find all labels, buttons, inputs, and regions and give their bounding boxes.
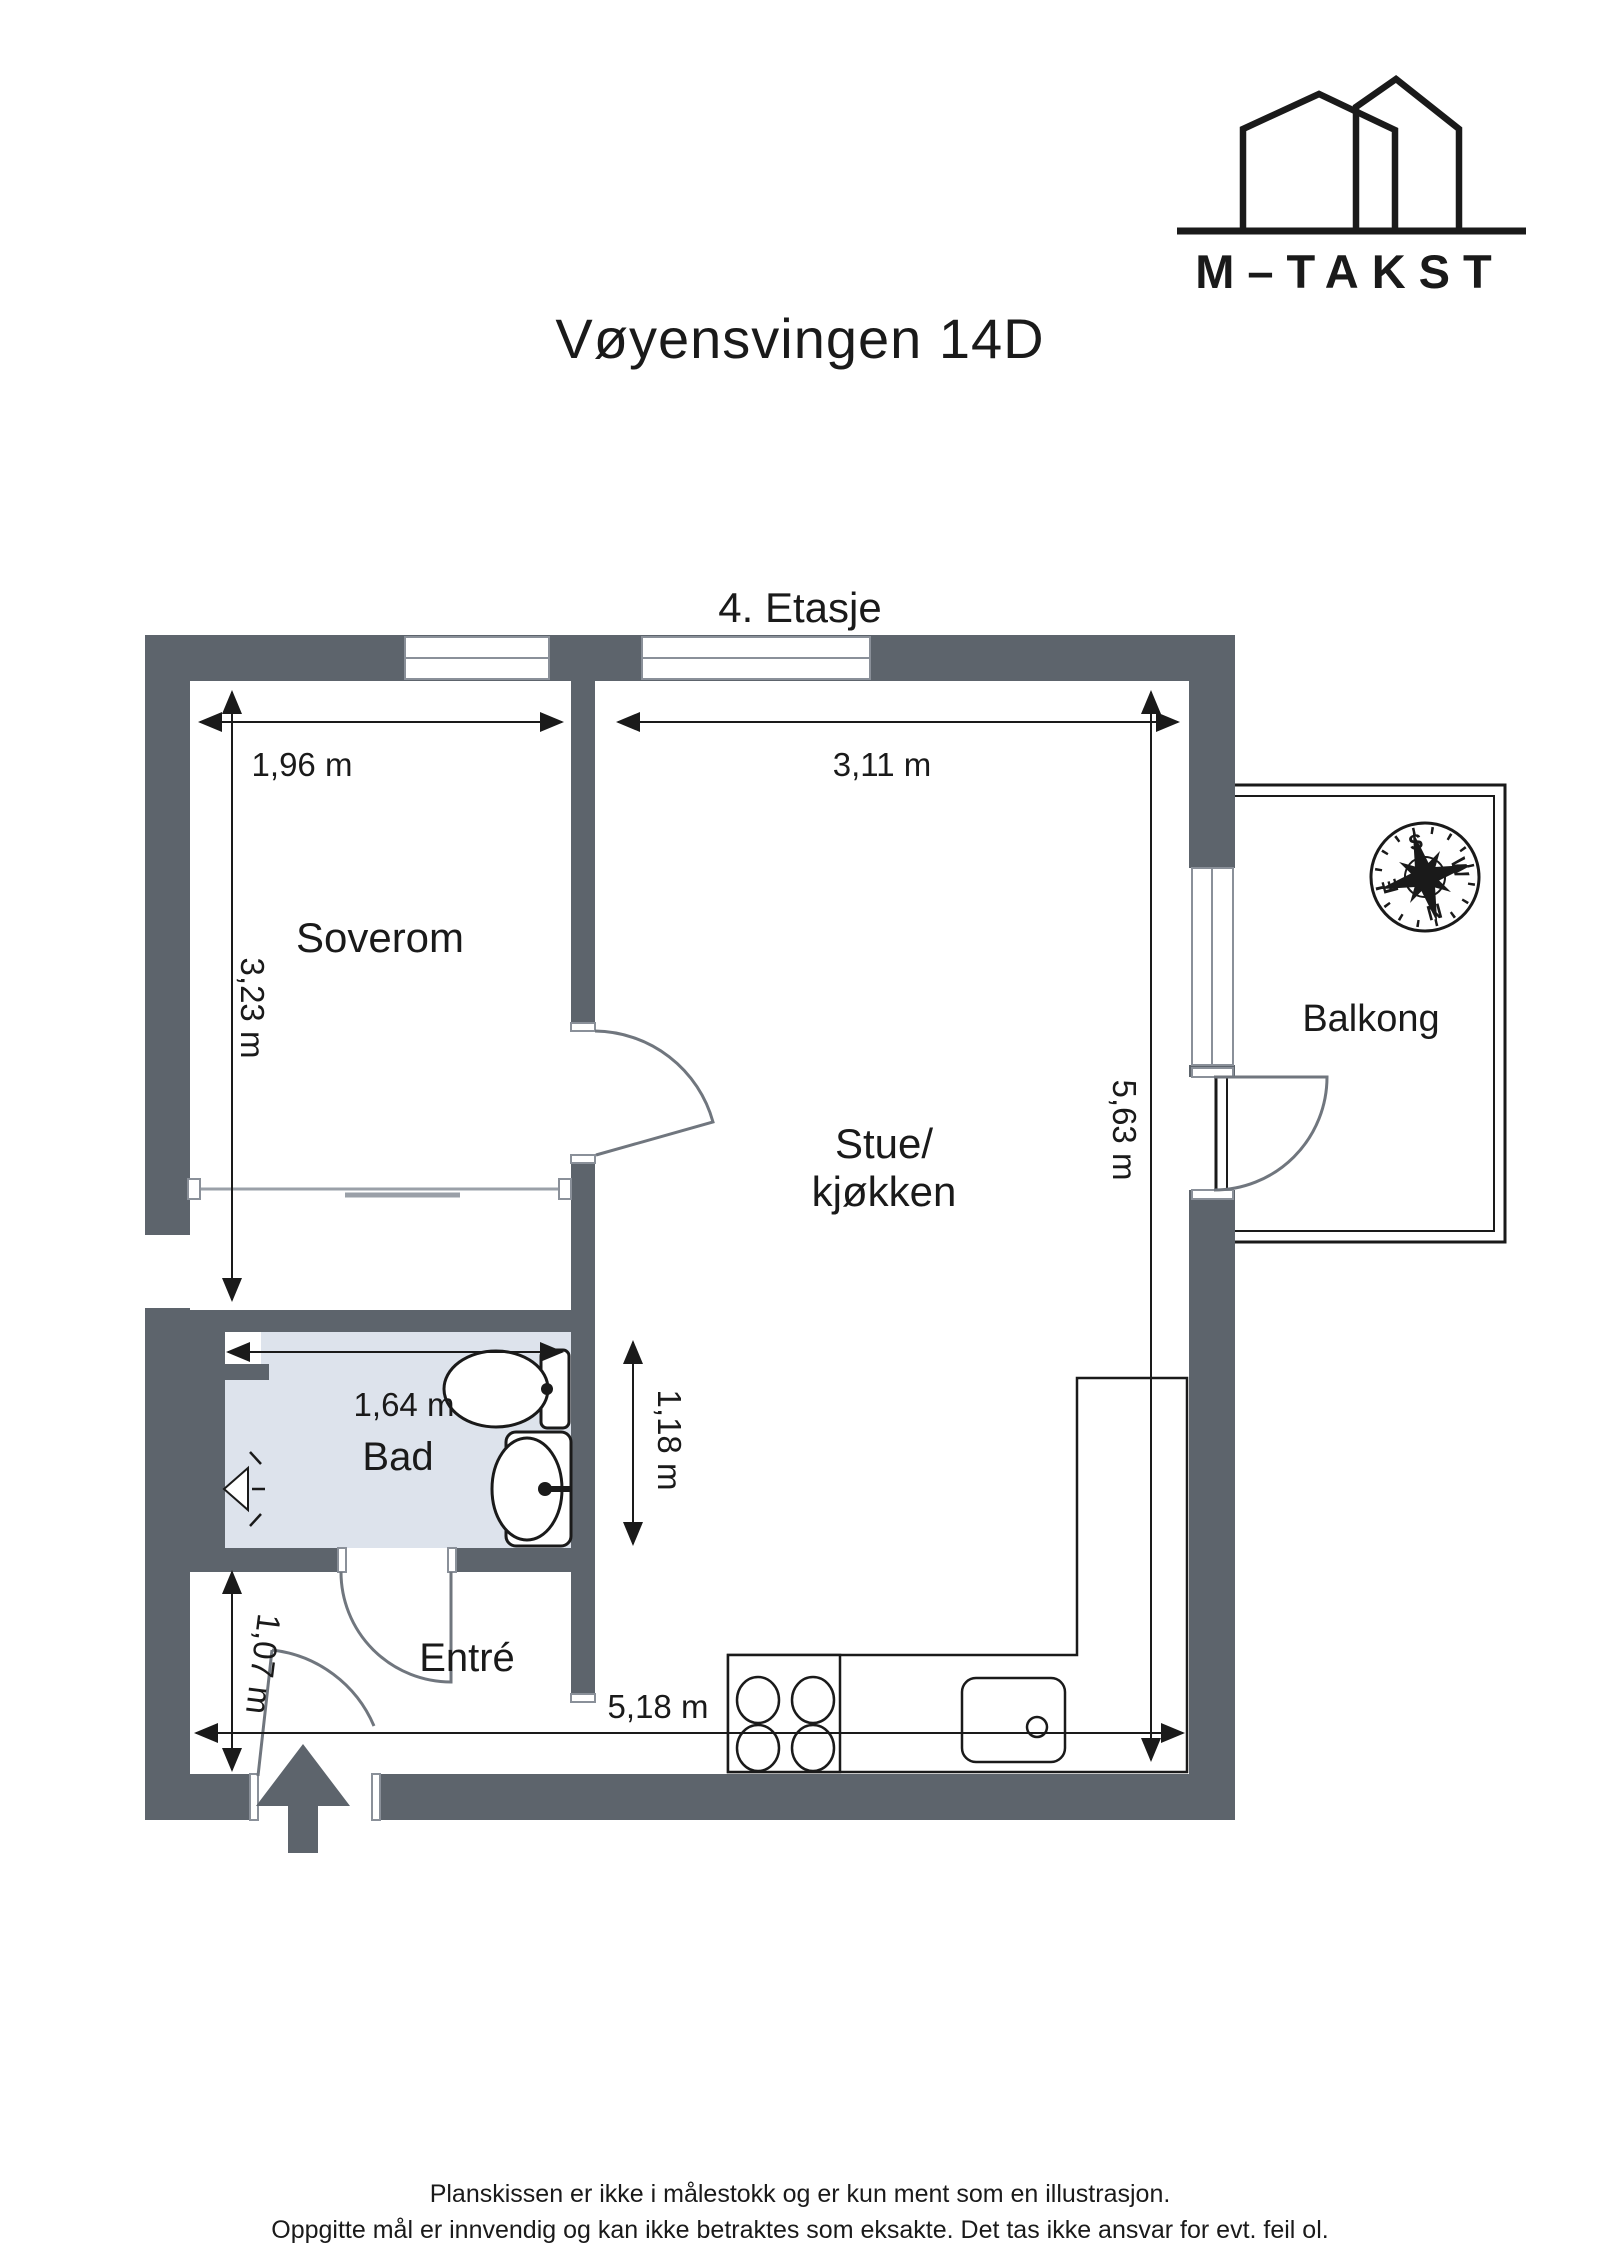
brand-name: M–TAKST bbox=[1195, 245, 1505, 298]
dim-stue-depth: 5,63 m bbox=[1106, 690, 1161, 1762]
compass-w: W bbox=[1446, 855, 1473, 880]
svg-text:1,96 m: 1,96 m bbox=[252, 746, 353, 783]
compass-e: E bbox=[1378, 876, 1404, 895]
dim-entre-depth: 1,07 m bbox=[222, 1570, 288, 1772]
room-label-entre: Entré bbox=[419, 1636, 515, 1680]
windows bbox=[404, 636, 1234, 1066]
door-balcony bbox=[1213, 1075, 1329, 1192]
floor-label: 4. Etasje bbox=[718, 584, 882, 631]
svg-text:1,64 m: 1,64 m bbox=[354, 1386, 455, 1423]
shower-head-icon bbox=[222, 1451, 265, 1527]
walls bbox=[145, 635, 1235, 1820]
kitchen-sink bbox=[960, 1676, 1067, 1764]
svg-text:1,18 m: 1,18 m bbox=[651, 1390, 688, 1491]
room-label-stue-line2: kjøkken bbox=[812, 1168, 957, 1215]
window-stue bbox=[641, 636, 871, 680]
balcony: Balkong bbox=[1214, 783, 1507, 1244]
twin-house-outline-icon bbox=[1177, 74, 1526, 235]
svg-text:1,07 m: 1,07 m bbox=[239, 1612, 288, 1717]
dim-soverom-depth: 3,23 m bbox=[222, 690, 271, 1302]
bathroom-duct-notch bbox=[225, 1332, 261, 1364]
stove bbox=[726, 1653, 842, 1774]
compass-s: S bbox=[1406, 830, 1425, 856]
door-swings bbox=[256, 1029, 1329, 1777]
compass-rose-icon: N E S W bbox=[1369, 821, 1481, 933]
dim-bad-width: 1,64 m bbox=[226, 1342, 564, 1423]
disclaimer: Planskissen er ikke i målestokk og er ku… bbox=[0, 2176, 1600, 2248]
room-label-soverom: Soverom bbox=[296, 914, 464, 961]
window-balcony-wall bbox=[1191, 867, 1234, 1066]
dim-kjokken-nook: 1,18 m bbox=[623, 1340, 688, 1546]
svg-text:5,63 m: 5,63 m bbox=[1106, 1080, 1143, 1181]
entrance-arrow-icon bbox=[256, 1744, 350, 1853]
svg-text:3,11 m: 3,11 m bbox=[833, 746, 931, 783]
svg-text:5,18 m: 5,18 m bbox=[608, 1688, 709, 1725]
toilet bbox=[442, 1348, 571, 1430]
disclaimer-line2: Oppgitte mål er innvendig og kan ikke be… bbox=[271, 2216, 1329, 2244]
room-label-bad: Bad bbox=[362, 1435, 433, 1479]
page-title: Vøyensvingen 14D bbox=[555, 307, 1045, 370]
compass-n: N bbox=[1424, 898, 1445, 924]
door-entrance bbox=[256, 1648, 376, 1777]
dimensions: 1,96 m 3,11 m 3,23 m 5,63 m 1,64 m 1,18 … bbox=[194, 690, 1185, 1772]
dim-bottom-width: 5,18 m bbox=[194, 1688, 1185, 1743]
dim-soverom-width: 1,96 m bbox=[198, 712, 564, 783]
dim-stue-width: 3,11 m bbox=[616, 712, 1180, 783]
window-soverom bbox=[404, 636, 550, 680]
disclaimer-line1: Planskissen er ikke i målestokk og er ku… bbox=[429, 2180, 1171, 2208]
room-label-stue-line1: Stue/ bbox=[835, 1120, 933, 1167]
kitchen-counter bbox=[726, 1376, 1189, 1774]
door-bad bbox=[339, 1571, 453, 1684]
bathroom-sink bbox=[490, 1430, 573, 1548]
room-label-balkong: Balkong bbox=[1302, 998, 1439, 1040]
bed-sliding-partition bbox=[187, 1178, 572, 1200]
svg-text:3,23 m: 3,23 m bbox=[234, 958, 271, 1059]
bathroom-fixtures bbox=[222, 1348, 573, 1548]
door-soverom bbox=[594, 1029, 715, 1157]
